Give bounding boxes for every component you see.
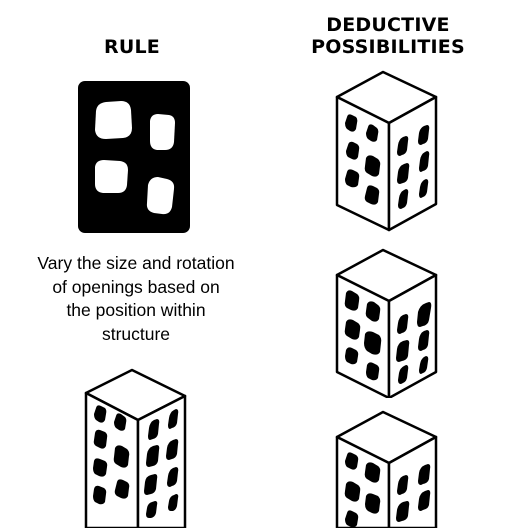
deductive-possibility-building-1-icon — [335, 70, 438, 232]
rule-description: Vary the size and rotation of openings b… — [37, 253, 235, 344]
deductive-heading-line-1: DEDUCTIVE — [326, 14, 450, 36]
rule-opening-pattern-icon — [78, 81, 190, 233]
deductive-possibility-building-2-icon — [335, 248, 438, 398]
deductive-possibility-building-3-icon — [335, 410, 438, 528]
deductive-possibilities-heading: DEDUCTIVE POSSIBILITIES — [290, 14, 486, 58]
rule-example-building-icon — [84, 368, 187, 528]
deductive-heading-line-2: POSSIBILITIES — [311, 36, 465, 58]
rule-heading: RULE — [104, 36, 160, 58]
